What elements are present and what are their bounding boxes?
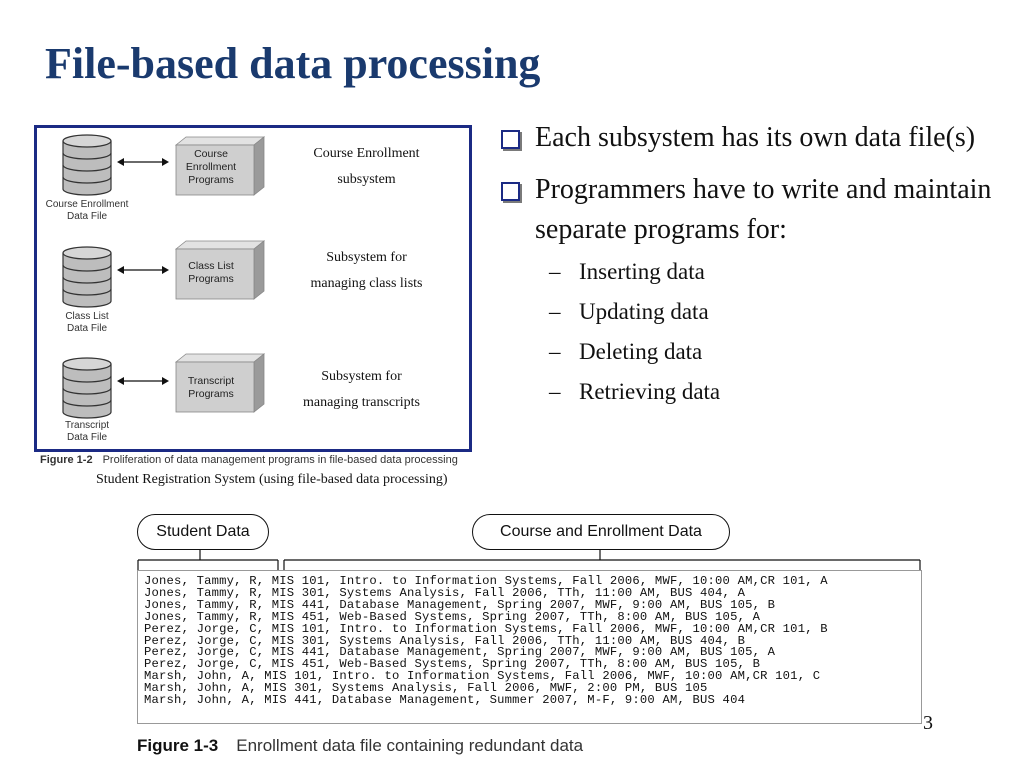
sub-bullet-item: –Retrieving data <box>549 379 721 404</box>
program-box-icon <box>174 136 266 196</box>
sub-bullet-item: –Deleting data <box>549 339 703 364</box>
course-enrollment-tag: Course and Enrollment Data <box>472 514 730 550</box>
program-box-icon <box>174 240 266 300</box>
double-arrow-icon <box>117 377 169 385</box>
figure-caption-text: Enrollment data file containing redundan… <box>236 736 584 755</box>
program-box-icon <box>174 353 266 413</box>
data-line: Marsh, John, A, MIS 441, Database Manage… <box>144 693 746 708</box>
page-number: 3 <box>923 712 933 734</box>
data-line: Perez, Jorge, C, MIS 441, Database Manag… <box>144 645 776 660</box>
figure-1-3-caption: Figure 1-3 Enrollment data file containin… <box>137 736 583 756</box>
data-line: Jones, Tammy, R, MIS 101, Intro. to Info… <box>144 574 828 588</box>
bullet-list: Each subsystem has its own data file(s) … <box>497 118 997 412</box>
sub-bullet-item: –Inserting data <box>549 259 705 284</box>
data-line: Perez, Jorge, C, MIS 101, Intro. to Info… <box>144 621 828 636</box>
slide-title: File-based data processing <box>45 39 541 88</box>
bracket-lines <box>137 548 921 570</box>
database-icon <box>62 134 112 196</box>
data-line: Jones, Tammy, R, MIS 441, Database Manag… <box>144 597 776 612</box>
double-arrow-icon <box>117 158 169 166</box>
database-icon <box>62 357 112 419</box>
figure-number: Figure 1-2 <box>40 454 93 466</box>
figure-caption-text: Proliferation of data management program… <box>102 454 458 466</box>
data-line: Jones, Tammy, R, MIS 301, Systems Analys… <box>144 585 746 600</box>
data-line: Jones, Tammy, R, MIS 451, Web-Based Syst… <box>144 609 761 624</box>
bullet-item: Programmers have to write and maintain s… <box>497 170 997 250</box>
student-data-tag: Student Data <box>137 514 269 550</box>
double-arrow-icon <box>117 266 169 274</box>
data-file-lines: Jones, Tammy, R, MIS 101, Intro. to Info… <box>144 574 828 708</box>
figure-subcaption: Student Registration System (using file-… <box>96 472 448 487</box>
checkbox-bullet-icon <box>501 130 520 149</box>
data-file-box <box>137 570 922 724</box>
data-line: Perez, Jorge, C, MIS 451, Web-Based Syst… <box>144 657 761 672</box>
figure-number: Figure 1-3 <box>137 736 219 755</box>
figure-1-2-caption: Figure 1-2 Proliferation of data manageme… <box>40 454 458 466</box>
data-line: Marsh, John, A, MIS 301, Systems Analysi… <box>144 681 708 696</box>
database-icon <box>62 246 112 308</box>
sub-bullet-item: –Updating data <box>549 299 709 324</box>
bullet-item: Each subsystem has its own data file(s) <box>497 118 997 158</box>
checkbox-bullet-icon <box>501 182 520 201</box>
data-line: Perez, Jorge, C, MIS 301, Systems Analys… <box>144 633 746 648</box>
data-line: Marsh, John, A, MIS 101, Intro. to Infor… <box>144 669 821 684</box>
